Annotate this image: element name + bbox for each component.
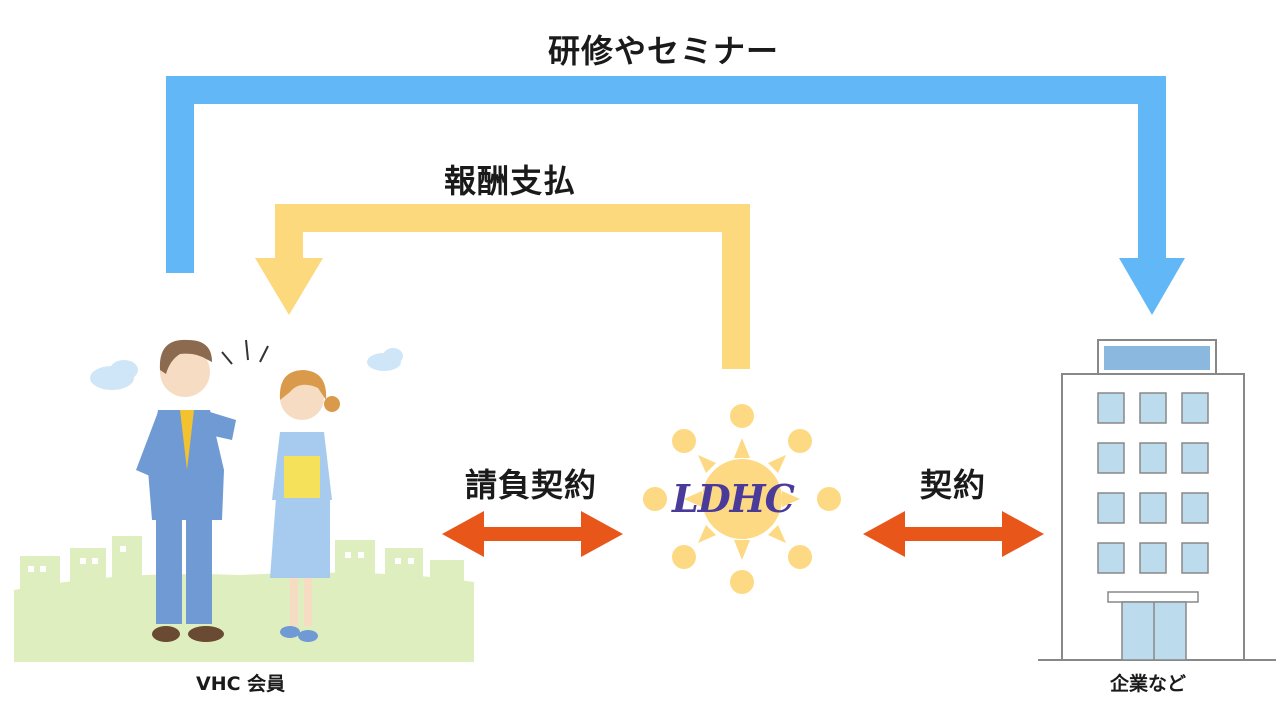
ldhc-logo-text: LDHC [672,476,795,521]
training-arrow [166,76,1185,315]
sun-logo-icon [643,404,841,594]
companies-label: 企業など [1110,673,1187,695]
business-people-illustration [14,339,474,662]
subcontract-label: 請負契約 [465,466,598,504]
office-building-illustration [1038,339,1276,661]
payment-label: 報酬支払 [444,162,577,200]
payment-arrow [255,204,750,369]
contract-label: 契約 [920,466,987,504]
subcontract-arrow [442,511,623,557]
contract-arrow [863,511,1044,557]
training-label: 研修やセミナー [548,32,780,70]
members-label: VHC 会員 [196,673,286,695]
